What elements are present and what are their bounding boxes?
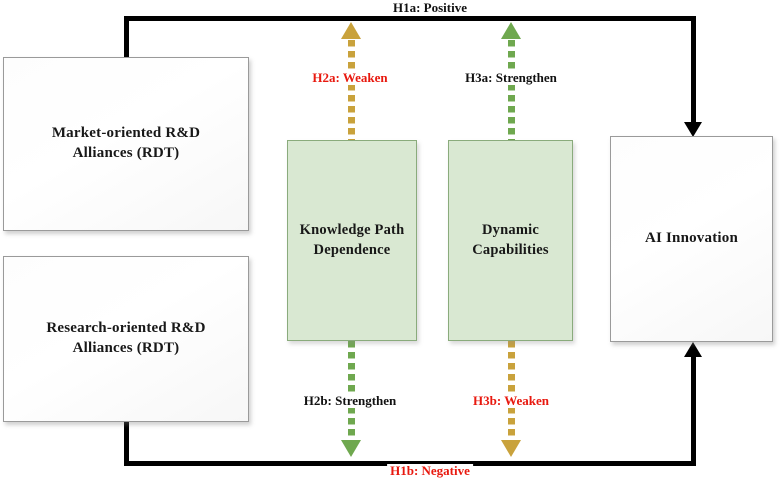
node-line-1: Research-oriented R&D [46, 320, 206, 337]
arrowhead-h2b-down [341, 440, 361, 457]
hypothesis-label-h2a: H2a: Weaken [309, 70, 391, 86]
node-ai-innovation-text: AI Innovation [645, 229, 738, 249]
hypothesis-label-h3b: H3b: Weaken [470, 393, 552, 409]
node-line-1: Knowledge Path [299, 222, 405, 239]
node-research-oriented-alliances-text: Research-oriented R&D Alliances (RDT) [46, 319, 205, 359]
arrowhead-h3b-down [501, 440, 521, 457]
hypothesis-label-h1b: H1b: Negative [387, 463, 473, 479]
moderator-line-h2a [348, 40, 355, 141]
node-ai-innovation[interactable]: AI Innovation [610, 136, 773, 342]
arrowhead-h3a-up [501, 22, 521, 39]
bottom-path-vertical-right [691, 357, 696, 466]
node-line-2: Capabilities [472, 241, 549, 258]
node-line-1: AI Innovation [644, 230, 739, 247]
node-research-oriented-alliances[interactable]: Research-oriented R&D Alliances (RDT) [3, 256, 249, 422]
top-path-vertical-left [124, 16, 129, 60]
node-line-2: Dependence [313, 241, 391, 258]
node-knowledge-path-dependence-text: Knowledge Path Dependence [300, 221, 405, 259]
bottom-path-vertical-left [124, 422, 129, 466]
node-dynamic-capabilities[interactable]: Dynamic Capabilities [448, 140, 573, 341]
arrowhead-into-ai-innovation-bottom [684, 342, 702, 357]
node-market-oriented-alliances-text: Market-oriented R&D Alliances (RDT) [52, 124, 200, 164]
hypothesis-label-h1a: H1a: Positive [389, 0, 471, 16]
bottom-path-horizontal [124, 461, 696, 466]
hypothesis-label-h3a: H3a: Strengthen [462, 70, 560, 86]
arrowhead-h2a-up [341, 22, 361, 39]
node-line-2: Alliances (RDT) [72, 145, 180, 161]
node-knowledge-path-dependence[interactable]: Knowledge Path Dependence [287, 140, 417, 341]
moderator-line-h3a [508, 40, 515, 141]
moderator-line-h3b [508, 341, 515, 440]
top-path-vertical-right [691, 16, 696, 124]
node-dynamic-capabilities-text: Dynamic Capabilities [472, 221, 549, 259]
top-path-horizontal [124, 16, 696, 21]
hypothesis-label-h2b: H2b: Strengthen [300, 393, 400, 409]
arrowhead-into-ai-innovation-top [684, 122, 702, 137]
node-market-oriented-alliances[interactable]: Market-oriented R&D Alliances (RDT) [3, 57, 249, 231]
node-line-2: Alliances (RDT) [72, 340, 180, 356]
moderator-line-h2b [348, 341, 355, 440]
node-line-1: Dynamic [482, 222, 539, 239]
node-line-1: Market-oriented R&D [51, 125, 201, 142]
